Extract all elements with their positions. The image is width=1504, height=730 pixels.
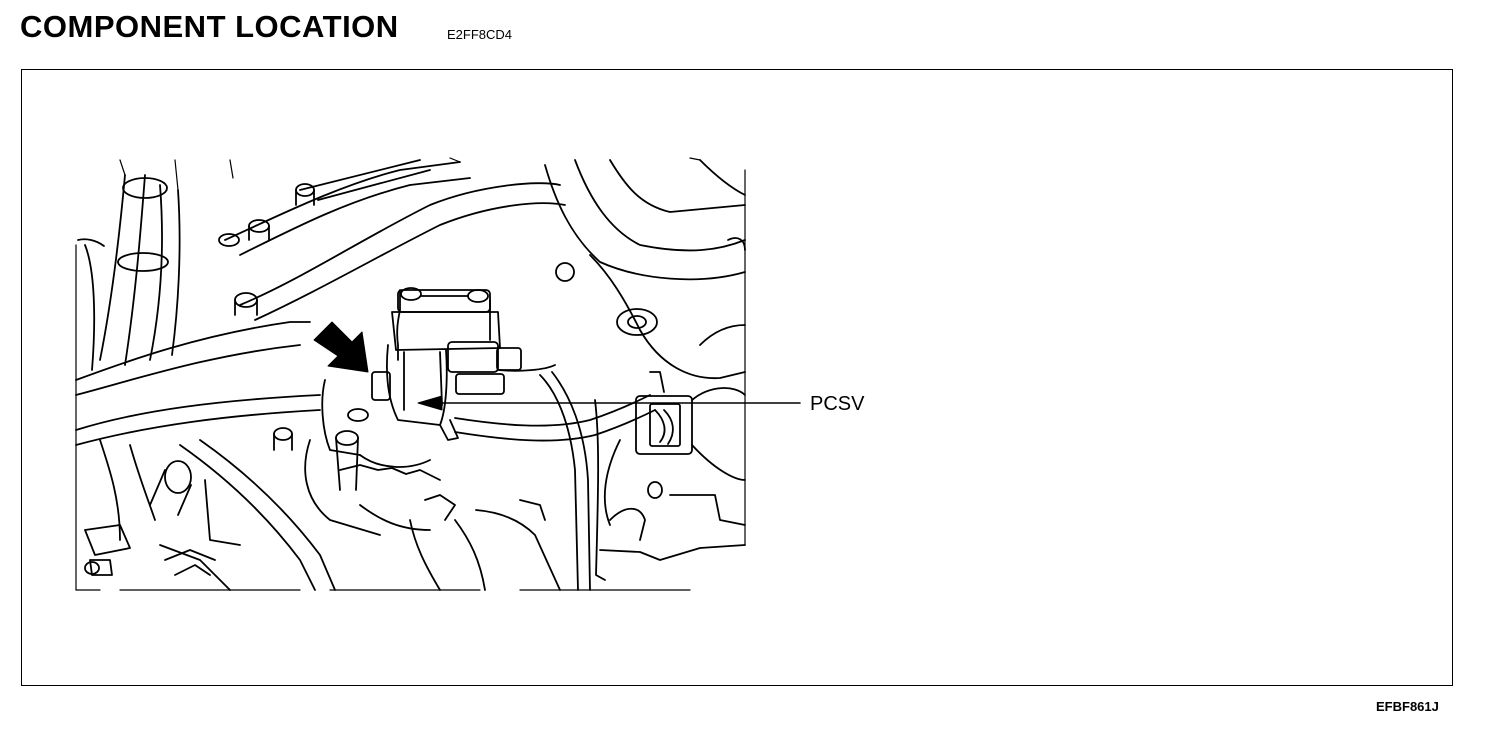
figure-code: EFBF861J	[1376, 699, 1439, 714]
left-hoses	[75, 174, 321, 446]
vacuum-hose	[454, 371, 656, 591]
pcsv-valve	[321, 287, 556, 468]
fittings	[218, 183, 663, 499]
harness-connector	[603, 371, 746, 541]
lower-left-components	[84, 439, 241, 591]
lower-belts	[179, 439, 746, 591]
page-title: COMPONENT LOCATION	[20, 9, 399, 44]
figure-frame	[21, 69, 1453, 686]
illustration-edge	[75, 157, 746, 591]
upper-hoses	[224, 159, 566, 321]
document-code: E2FF8CD4	[447, 27, 513, 42]
pcsv-leader-arrowhead	[417, 395, 443, 411]
pcsv-label: PCSV	[810, 393, 865, 415]
intake-manifold	[544, 159, 746, 380]
black-pointer-arrow	[313, 321, 369, 373]
